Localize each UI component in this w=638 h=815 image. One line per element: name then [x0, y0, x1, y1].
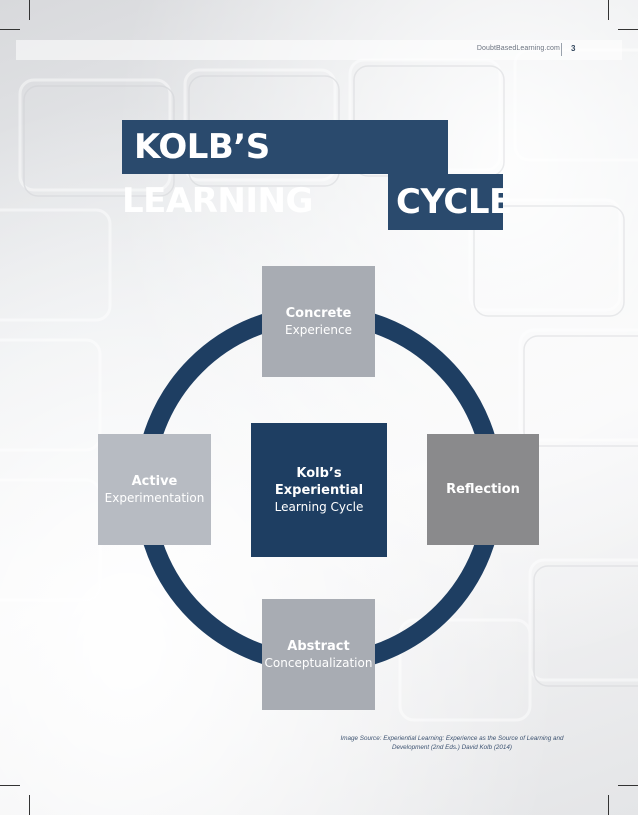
- stage-title: Concrete: [285, 305, 352, 321]
- center-title: Kolb’s Experiential: [274, 465, 364, 498]
- crop-mark: [608, 795, 609, 815]
- stage-subtitle: Conceptualization: [264, 655, 373, 670]
- stage-title: Active: [131, 473, 178, 489]
- stage-abstract-conceptualization: Abstract Conceptualization: [262, 599, 375, 710]
- stage-subtitle: Experimentation: [104, 490, 205, 505]
- page-number: 3: [571, 44, 576, 53]
- crop-mark: [618, 785, 638, 786]
- header-divider: [561, 43, 562, 56]
- page-title-line-1: KOLB’S LEARNING: [122, 120, 448, 221]
- stage-active-experimentation: Active Experimentation: [98, 434, 211, 545]
- image-source-caption: Image Source: Experiential Learning: Exp…: [340, 735, 564, 751]
- stage-concrete-experience: Concrete Experience: [262, 266, 375, 377]
- stage-title: Abstract: [287, 638, 350, 654]
- crop-mark: [618, 29, 638, 30]
- stage-title: Reflection: [446, 482, 520, 497]
- crop-mark: [608, 0, 609, 20]
- crop-mark: [0, 785, 20, 786]
- site-url: DoubtBasedLearning.com: [476, 45, 560, 52]
- crop-mark: [0, 29, 20, 30]
- crop-mark: [29, 795, 30, 815]
- stage-reflection: Reflection: [427, 434, 539, 545]
- stage-subtitle: Experience: [285, 322, 352, 337]
- crop-mark: [29, 0, 30, 20]
- center-subtitle: Learning Cycle: [274, 499, 364, 514]
- page-title-line-2: CYCLE: [388, 174, 512, 230]
- header-bar: [16, 40, 622, 60]
- cycle-center-label: Kolb’s Experiential Learning Cycle: [251, 423, 387, 557]
